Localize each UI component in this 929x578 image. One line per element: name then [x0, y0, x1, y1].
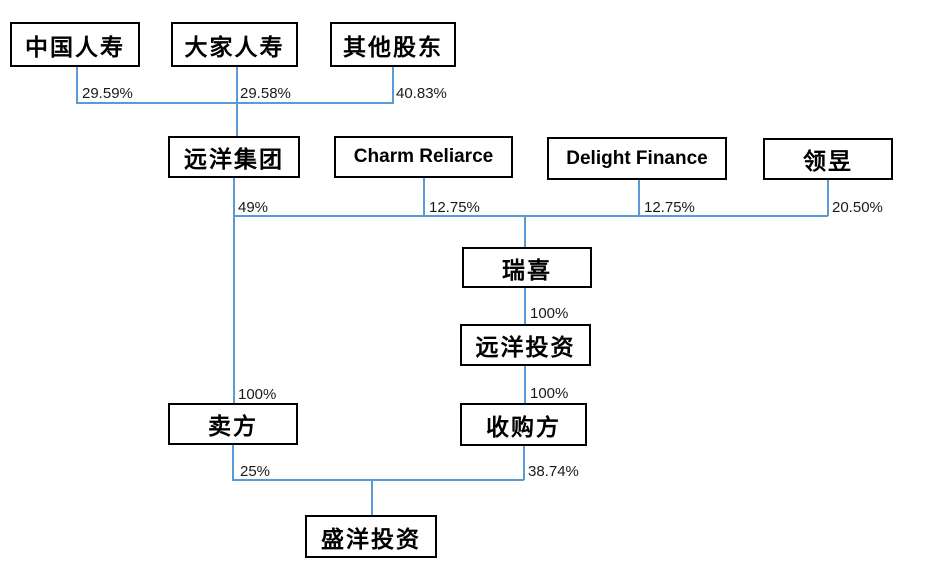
edge-delight-down — [638, 180, 640, 216]
edge-seller-down — [232, 445, 234, 480]
label-charm-reliarce-pct: 12.75% — [429, 199, 480, 216]
node-ruixi: 瑞喜 — [462, 247, 592, 288]
edge-group-to-seller — [233, 178, 235, 403]
edge-charm-down — [423, 178, 425, 216]
edge-china-life-down — [76, 67, 78, 104]
node-delight-finance: Delight Finance — [547, 137, 727, 180]
edge-tier1-horizontal — [76, 102, 393, 104]
label-acquirer-to-shengyang-pct: 38.74% — [528, 463, 579, 480]
label-dajia-life-pct: 29.58% — [240, 85, 291, 102]
node-shengyang-investment: 盛洋投资 — [305, 515, 437, 558]
node-acquirer: 收购方 — [460, 403, 587, 446]
label-china-life-pct: 29.59% — [82, 85, 133, 102]
edge-acquirer-down — [523, 446, 525, 480]
node-sino-ocean-group: 远洋集团 — [168, 136, 300, 178]
node-charm-reliarce: Charm Reliarce — [334, 136, 513, 178]
edge-other-shareholders-down — [392, 67, 394, 104]
label-ruixi-to-investment-pct: 100% — [530, 305, 569, 322]
node-sino-ocean-investment: 远洋投资 — [460, 324, 591, 366]
node-seller: 卖方 — [168, 403, 298, 445]
edge-lingyu-down — [827, 180, 829, 216]
node-dajia-life: 大家人寿 — [171, 22, 298, 67]
edge-ruixi-to-investment — [524, 288, 526, 324]
node-other-shareholders: 其他股东 — [330, 22, 456, 67]
node-lingyu: 领昱 — [763, 138, 893, 180]
edge-to-ruixi — [524, 215, 526, 247]
edge-investment-to-acquirer — [524, 366, 526, 403]
edge-dajia-life-down — [236, 67, 238, 136]
edge-to-shengyang — [371, 479, 373, 515]
label-sino-ocean-group-pct: 49% — [238, 199, 269, 216]
label-delight-finance-pct: 12.75% — [644, 199, 695, 216]
label-other-shareholders-pct: 40.83% — [396, 85, 447, 102]
label-lingyu-pct: 20.50% — [832, 199, 883, 216]
label-group-to-seller-pct: 100% — [238, 386, 277, 403]
edge-tier2-horizontal — [233, 215, 828, 217]
edge-bottom-horizontal — [232, 479, 524, 481]
label-investment-to-acquirer-pct: 100% — [530, 385, 569, 402]
label-seller-to-shengyang-pct: 25% — [240, 463, 271, 480]
node-china-life: 中国人寿 — [10, 22, 140, 67]
